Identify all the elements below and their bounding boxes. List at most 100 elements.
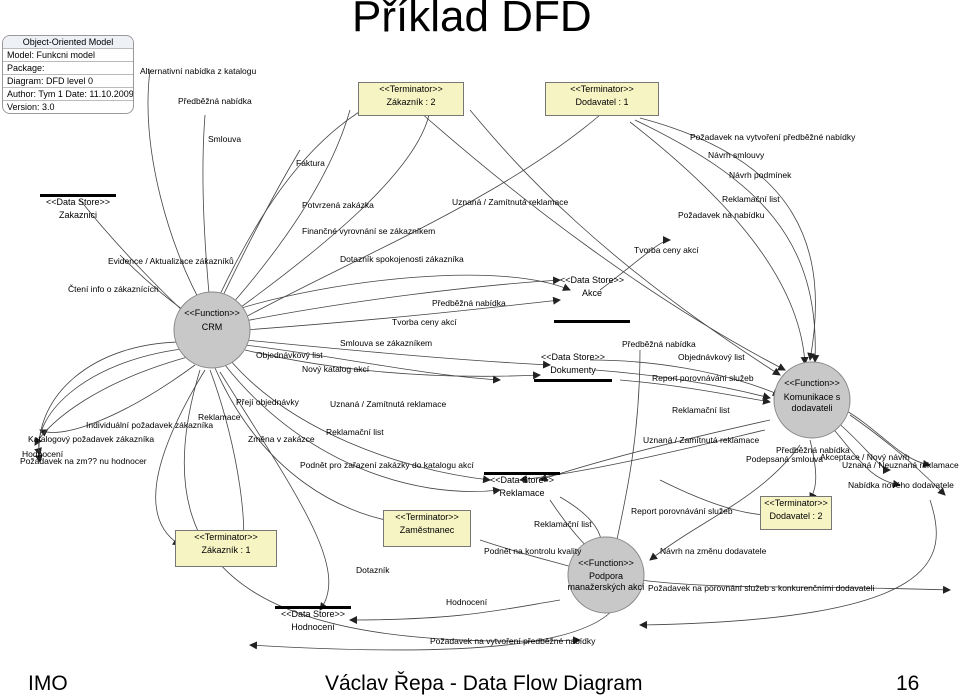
flow-label: Reklamační list: [672, 405, 730, 415]
page-title: Příklad DFD: [352, 0, 592, 41]
flow-label: Alternativní nabídka z katalogu: [140, 66, 257, 76]
terminator-zakaznik-2[interactable]: <<Terminator>> Zákazník : 2: [358, 82, 464, 116]
podpora-function: [567, 536, 645, 614]
store-stereotype: <<Data Store>>: [45, 197, 111, 207]
flow-label: Nový katalog akcí: [302, 364, 370, 374]
flow-label: Požadavek na vytvoření předběžné nabídky: [690, 132, 856, 142]
flow-label: Akceptace / Nový návrh: [820, 452, 910, 462]
flow-label: Individuální požadavek zákazníka: [86, 420, 214, 430]
terminator-name: Zákazník : 2: [386, 97, 436, 107]
flow-lines: [34, 69, 951, 651]
flow-label: Reklamace: [198, 412, 241, 422]
terminator-dodavatel-2[interactable]: <<Terminator>> Dodavatel : 2: [760, 496, 832, 530]
meta-author: Author: Tym 1 Date: 11.10.2009: [3, 88, 133, 101]
flow-label: Podnět pro zařazení zakázky do katalogu …: [300, 460, 474, 470]
store-bar: [484, 472, 560, 475]
flow-label: Předběžná nabídka: [178, 96, 252, 106]
flow-label: Tvorba ceny akcí: [392, 317, 457, 327]
flow-label: Reklamační list: [534, 519, 592, 529]
meta-model: Model: Funkcni model: [3, 49, 133, 62]
flow-label: Reklamační list: [722, 194, 780, 204]
function-name-2: dodavateli: [791, 403, 833, 413]
terminator-zamestnanec[interactable]: <<Terminator>> Zaměstnanec: [383, 510, 471, 547]
terminator-name: Dodavatel : 1: [575, 97, 629, 107]
datastore-hodnoceni[interactable]: <<Data Store>> Hodnocení: [275, 606, 351, 636]
terminator-dodavatel-1[interactable]: <<Terminator>> Dodavatel : 1: [545, 82, 659, 116]
flow-label: Změna v zakázce: [248, 434, 315, 444]
datastore-akce[interactable]: <<Data Store>> Akce: [554, 274, 630, 324]
function-stereotype: <<Function>>: [578, 558, 634, 568]
datastore-dokumenty[interactable]: <<Data Store>> Dokumenty: [534, 351, 612, 382]
function-crm-label[interactable]: <<Function>> CRM: [174, 308, 250, 333]
crm-function: [173, 291, 251, 369]
function-komunikace-label[interactable]: <<Function>> Komunikace s dodavateli: [762, 378, 862, 414]
flow-label: Objednávkový list: [256, 350, 323, 360]
terminator-stereotype: <<Terminator>>: [570, 84, 634, 94]
flow-label: Tvorba ceny akcí: [634, 245, 699, 255]
store-stereotype: <<Data Store>>: [559, 275, 625, 285]
footer-center: Václav Řepa - Data Flow Diagram: [325, 672, 643, 695]
function-name-2: manažerských akcí: [567, 582, 645, 592]
terminator-name: Zaměstnanec: [399, 525, 455, 535]
flow-label: Smlouva: [208, 134, 242, 144]
model-info-panel: Object-Oriented Model Model: Funkcni mod…: [2, 35, 134, 114]
flow-label: Návrh podmínek: [729, 170, 792, 180]
meta-package: Package:: [3, 62, 133, 75]
flow-label: Report porovnávání služeb: [631, 506, 733, 516]
store-stereotype: <<Data Store>>: [280, 609, 346, 619]
flow-label: Podnět na kontrolu kvality: [484, 546, 582, 556]
flow-label: Návrh na změnu dodavatele: [660, 546, 767, 556]
flow-label: Požadavek na zm?? nu hodnocer: [20, 456, 147, 466]
meta-version: Version: 3.0: [7, 102, 55, 112]
function-stereotype: <<Function>>: [184, 308, 240, 318]
store-name: Hodnocení: [291, 622, 335, 632]
flow-label: Evidence / Aktualizace zákazníků: [108, 256, 234, 266]
store-stereotype: <<Data Store>>: [540, 352, 606, 362]
terminator-stereotype: <<Terminator>>: [379, 84, 443, 94]
flow-label: Dotazník spokojenosti zákazníka: [340, 254, 464, 264]
datastore-reklamace[interactable]: <<Data Store>> Reklamace: [484, 472, 560, 502]
store-name: Akce: [581, 288, 602, 298]
flow-label: Objednávkový list: [678, 352, 745, 362]
flow-label: Nabídka nového dodavatele: [848, 480, 954, 490]
store-bar: [40, 194, 116, 197]
flow-label: Report porovnávání služeb: [652, 373, 754, 383]
datastore-zakaznici[interactable]: <<Data Store>> Zakaznici: [40, 194, 116, 224]
flow-label: Požadavek na nabídku: [678, 210, 765, 220]
function-stereotype: <<Function>>: [784, 378, 840, 388]
flow-label: Uznaná / Neuznaná reklamace: [842, 460, 959, 470]
flow-label: Čtení info o zákaznících: [68, 284, 159, 294]
flow-label: Faktura: [296, 158, 325, 168]
store-stereotype: <<Data Store>>: [489, 475, 555, 485]
flow-label: Předběžná nabídka: [776, 445, 850, 455]
terminator-name: Dodavatel : 2: [769, 511, 823, 521]
flow-label: Uznaná / Zamítnutá reklamace: [330, 399, 447, 409]
terminator-stereotype: <<Terminator>>: [764, 498, 828, 508]
flow-label: Podepsaná smlouva: [746, 454, 824, 464]
flow-label: Finančné vyrovnání se zákazníkem: [302, 226, 436, 236]
terminator-name: Zákazník : 1: [201, 545, 251, 555]
function-name: Podpora: [588, 571, 624, 581]
komunikace-function: [773, 361, 851, 439]
footer-page-number: 16: [896, 672, 920, 695]
meta-diagram: Diagram: DFD level 0: [3, 75, 133, 88]
flow-label: Požadavek na vytvoření předběžné nabídky: [430, 636, 596, 646]
meta-header: Object-Oriented Model: [3, 36, 133, 49]
flow-label: Hodnocení: [446, 597, 488, 607]
store-name: Reklamace: [499, 488, 545, 498]
store-bar: [534, 379, 612, 382]
store-bar: [554, 320, 630, 323]
terminator-stereotype: <<Terminator>>: [395, 512, 459, 522]
footer-left: IMO: [28, 672, 68, 695]
terminator-zakaznik-1[interactable]: <<Terminator>> Zákazník : 1: [175, 530, 277, 567]
flow-label: Návrh smlouvy: [708, 150, 765, 160]
store-bar: [275, 606, 351, 609]
flow-label: Požadavek na porovnání služeb s konkuren…: [648, 583, 875, 593]
flow-label: Smlouva se zákazníkem: [340, 338, 433, 348]
function-podpora-label[interactable]: <<Function>> Podpora manažerských akcí: [560, 558, 652, 593]
flow-label: Přejí objednávky: [236, 397, 299, 407]
store-name: Dokumenty: [550, 365, 596, 375]
flow-label: Předběžná nabídka: [432, 298, 506, 308]
function-name: CRM: [201, 322, 223, 332]
